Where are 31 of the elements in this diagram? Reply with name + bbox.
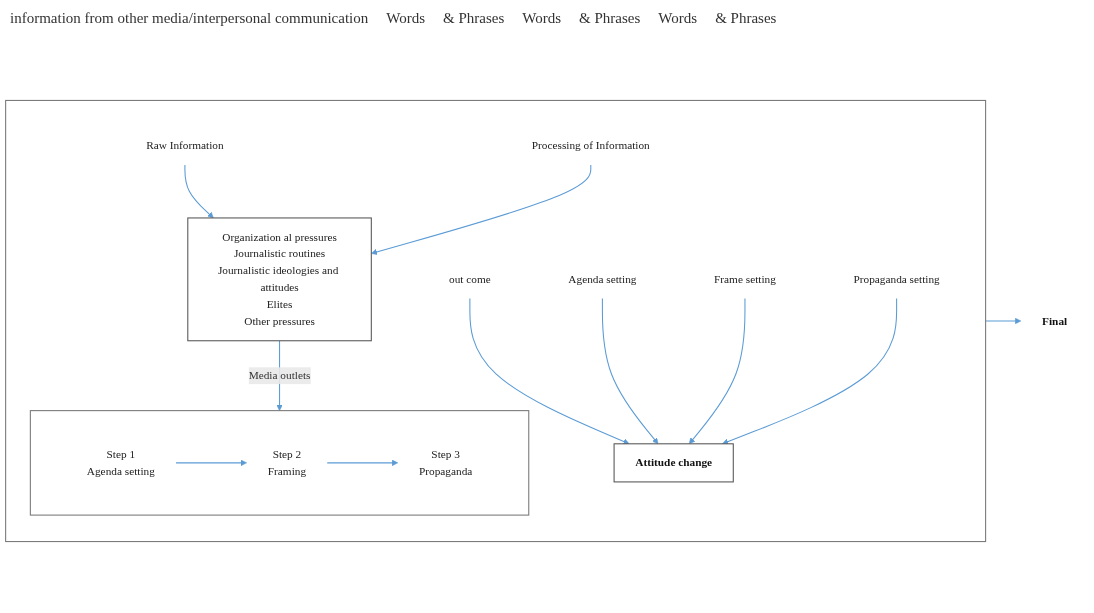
arrow (985, 317, 1022, 325)
cluster (29, 410, 530, 516)
node-text: Final (1042, 314, 1068, 327)
node-text: Processing of Information (531, 139, 650, 152)
note-text: Words (522, 10, 562, 27)
node-text: Step 1 Agenda setting (86, 448, 155, 477)
node-text: Step 2 Framing (267, 448, 307, 477)
arrow (601, 297, 659, 445)
note-text: Words (658, 10, 698, 27)
node-box: Attitude change (613, 443, 734, 483)
node-text: Propaganda setting (853, 273, 940, 285)
node-text: out come (449, 273, 491, 285)
arrow (175, 459, 247, 466)
note-text: information from other media/interpersonal communication (10, 10, 369, 27)
arrow (469, 297, 630, 445)
note-text: & Phrases (443, 10, 505, 27)
cluster (5, 99, 987, 543)
arrow (184, 164, 214, 219)
arrow (371, 164, 592, 255)
node-text: Step 3 Propaganda (418, 448, 473, 477)
arrow (689, 297, 746, 445)
edge-label: Media outlets (248, 369, 311, 382)
note-text: & Phrases (579, 10, 641, 27)
note-text: & Phrases (715, 10, 777, 27)
note-text: Words (386, 10, 426, 27)
arrow (326, 459, 399, 466)
node-text: Frame setting (714, 273, 776, 285)
node-box: Organization al pressures Journalistic routines Journalistic ideologies and attitudes Elites Other pressures (187, 217, 372, 342)
node-text: Agenda setting (568, 273, 637, 285)
node-text: Raw Information (146, 139, 224, 152)
arrow (722, 297, 898, 445)
